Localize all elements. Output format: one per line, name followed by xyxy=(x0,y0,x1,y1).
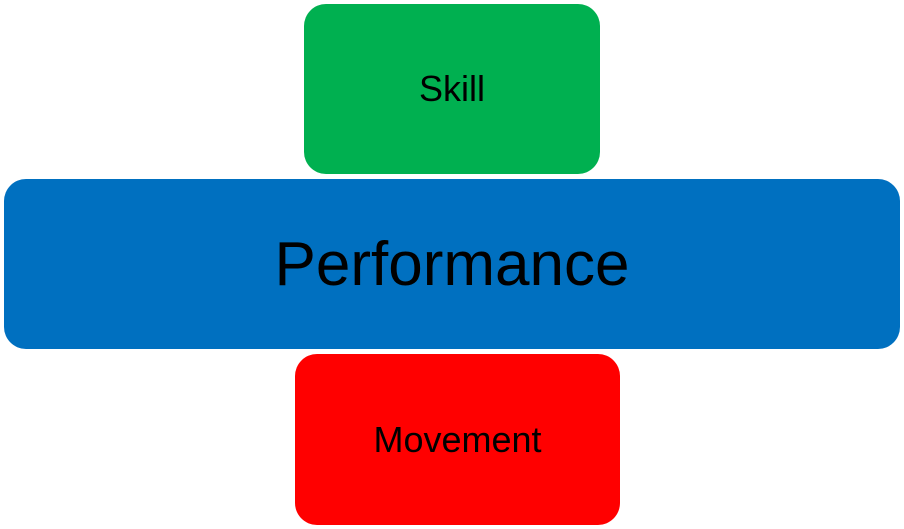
movement-label: Movement xyxy=(373,418,542,460)
performance-label: Performance xyxy=(274,229,630,299)
skill-label: Skill xyxy=(418,68,485,109)
performance-box: Performance xyxy=(4,179,900,349)
skill-box: Skill xyxy=(304,4,600,174)
movement-box: Movement xyxy=(295,354,620,525)
